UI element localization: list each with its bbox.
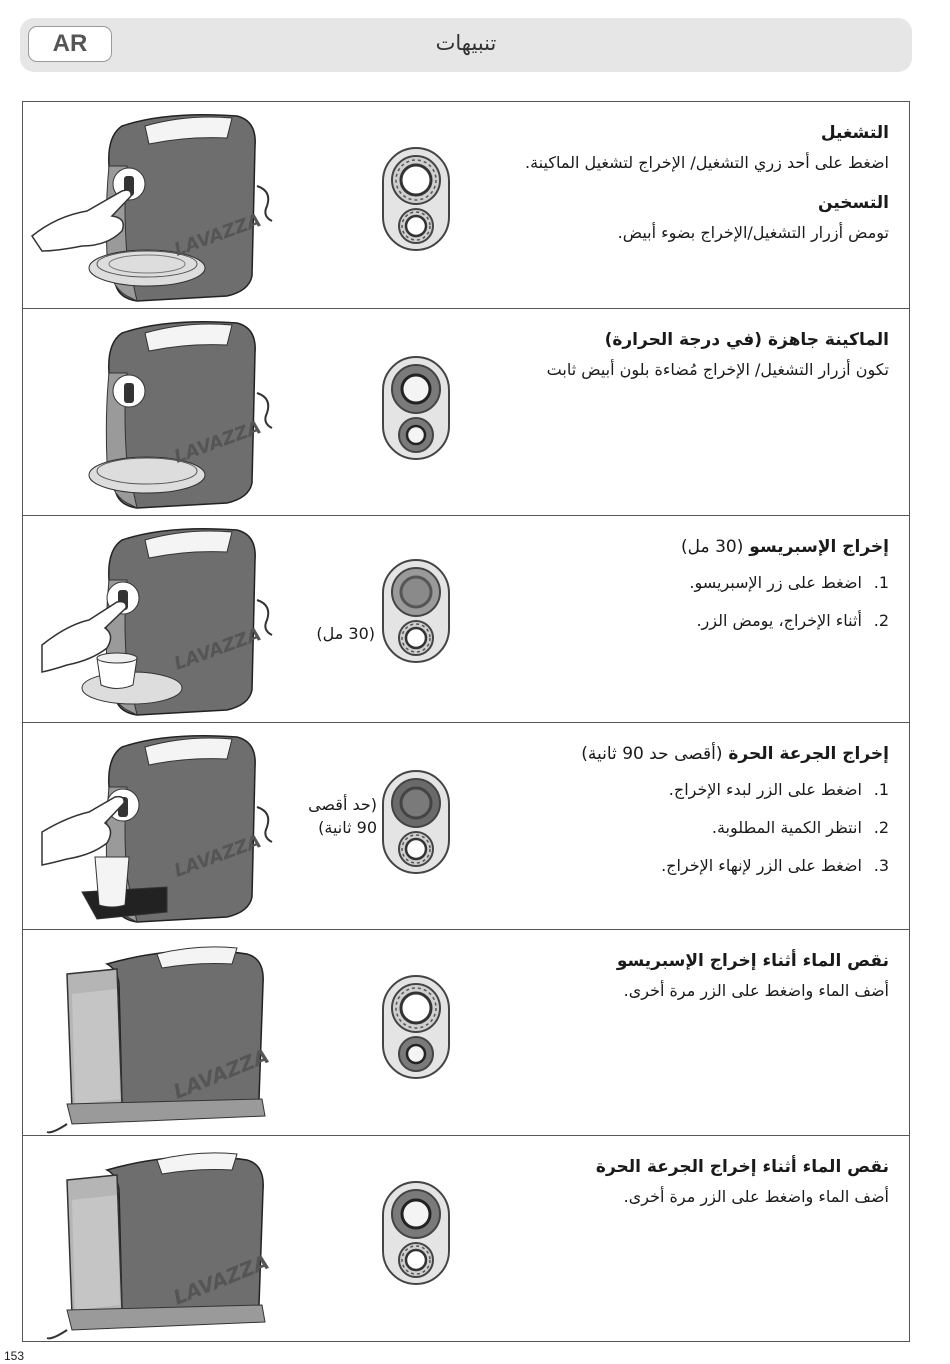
section-paragraph: أضف الماء واضغط على الزر مرة أخرى.	[623, 981, 889, 1000]
section-paragraph: تكون أزرار التشغيل/ الإخراج مُضاءة بلون …	[546, 360, 889, 379]
panel-text: نقص الماء أثناء إخراج الإسبريسو أضف الما…	[429, 948, 889, 1018]
panel-text: نقص الماء أثناء إخراج الجرعة الحرة أضف ا…	[429, 1154, 889, 1224]
step-number: 2.	[873, 818, 889, 837]
machine-side-illustration: LAVAZZA	[46, 1152, 272, 1340]
list-item: 3. اضغط على الزر لإنهاء الإخراج.	[429, 853, 889, 879]
control-buttons-no-water-espresso	[382, 975, 450, 1079]
panel-no-water-free-dose: LAVAZZA نقص الماء أثناء إخراج الجرعة الح…	[22, 1135, 910, 1342]
panel-text: إخراج الجرعة الحرة (أقصى حد 90 ثانية) 1.…	[429, 741, 889, 891]
step-text: اضغط على زر الإسبريسو.	[689, 573, 862, 592]
list-item: 1. اضغط على الزر لبدء الإخراج.	[429, 777, 889, 803]
heading-note: (أقصى حد 90 ثانية)	[581, 744, 723, 764]
section-heading: التشغيل	[820, 123, 889, 143]
section-heading: إخراج الجرعة الحرة (أقصى حد 90 ثانية)	[429, 741, 889, 767]
machine-with-hand-illustration: LAVAZZA	[30, 114, 273, 302]
machine-with-cup-illustration: LAVAZZA	[41, 528, 273, 716]
section-heading: نقص الماء أثناء إخراج الإسبريسو	[616, 951, 889, 971]
page-number: 153	[4, 1349, 25, 1363]
panel-text: الماكينة جاهزة (في درجة الحرارة) تكون أز…	[429, 327, 889, 397]
panel-machine-ready: LAVAZZA الماكينة جاهزة (في درجة الحرارة)…	[22, 308, 910, 516]
list-item: 1. اضغط على زر الإسبريسو.	[429, 570, 889, 596]
panel-no-water-espresso: LAVAZZA نقص الماء أثناء إخراج الإسبريسو …	[22, 929, 910, 1136]
page-title: تنبيهات	[435, 31, 497, 55]
step-text: انتظر الكمية المطلوبة.	[711, 818, 862, 837]
section-heading: الماكينة جاهزة (في درجة الحرارة)	[604, 330, 889, 350]
dose-side-label: (حد أقصى 90 ثانية)	[293, 793, 377, 839]
section-heading: إخراج الإسبريسو (30 مل)	[429, 534, 889, 560]
step-number: 2.	[873, 611, 889, 630]
step-text: اضغط على الزر لإنهاء الإخراج.	[661, 856, 862, 875]
section-paragraph: اضغط على أحد زري التشغيل/ الإخراج لتشغيل…	[525, 153, 889, 172]
section-paragraph: تومض أزرار التشغيل/الإخراج بضوء أبيض.	[617, 223, 889, 242]
panel-espresso: LAVAZZA (30 مل) إخراج الإسبريسو (30 مل) …	[22, 515, 910, 723]
step-number: 1.	[873, 780, 889, 799]
heading-main: إخراج الإسبريسو	[749, 537, 889, 557]
side-label-line: (حد أقصى	[308, 795, 377, 814]
panel-power-on: LAVAZZA التشغيل اضغط على أحد زري التشغيل…	[22, 101, 910, 309]
step-number: 1.	[873, 573, 889, 592]
step-text: أثناء الإخراج، يومض الزر.	[696, 611, 862, 630]
side-label-line: 90 ثانية)	[318, 818, 377, 837]
page-header: AR تنبيهات	[20, 18, 912, 72]
machine-illustration: LAVAZZA	[88, 321, 273, 509]
control-buttons-espresso	[382, 559, 450, 663]
panel-text: التشغيل اضغط على أحد زري التشغيل/ الإخرا…	[429, 120, 889, 260]
dose-side-label: (30 مل)	[316, 624, 375, 643]
control-buttons-steady	[382, 356, 450, 460]
machine-with-glass-illustration: LAVAZZA	[41, 735, 273, 923]
step-text: اضغط على الزر لبدء الإخراج.	[668, 780, 862, 799]
machine-side-illustration: LAVAZZA	[46, 946, 272, 1134]
step-number: 3.	[873, 856, 889, 875]
panel-text: إخراج الإسبريسو (30 مل) 1. اضغط على زر ا…	[429, 534, 889, 646]
section-subheading: التسخين	[818, 193, 889, 213]
section-paragraph: أضف الماء واضغط على الزر مرة أخرى.	[623, 1187, 889, 1206]
control-buttons-no-water-free-dose	[382, 1181, 450, 1285]
section-heading: نقص الماء أثناء إخراج الجرعة الحرة	[595, 1157, 889, 1177]
control-buttons-flashing	[382, 147, 450, 251]
heading-main: إخراج الجرعة الحرة	[728, 744, 889, 764]
heading-note: (30 مل)	[681, 537, 744, 557]
panel-free-dose: LAVAZZA (حد أقصى 90 ثانية) إخراج الجرعة …	[22, 722, 910, 930]
language-badge: AR	[28, 26, 112, 62]
list-item: 2. أثناء الإخراج، يومض الزر.	[429, 608, 889, 634]
list-item: 2. انتظر الكمية المطلوبة.	[429, 815, 889, 841]
control-buttons-free-dose	[382, 770, 450, 874]
